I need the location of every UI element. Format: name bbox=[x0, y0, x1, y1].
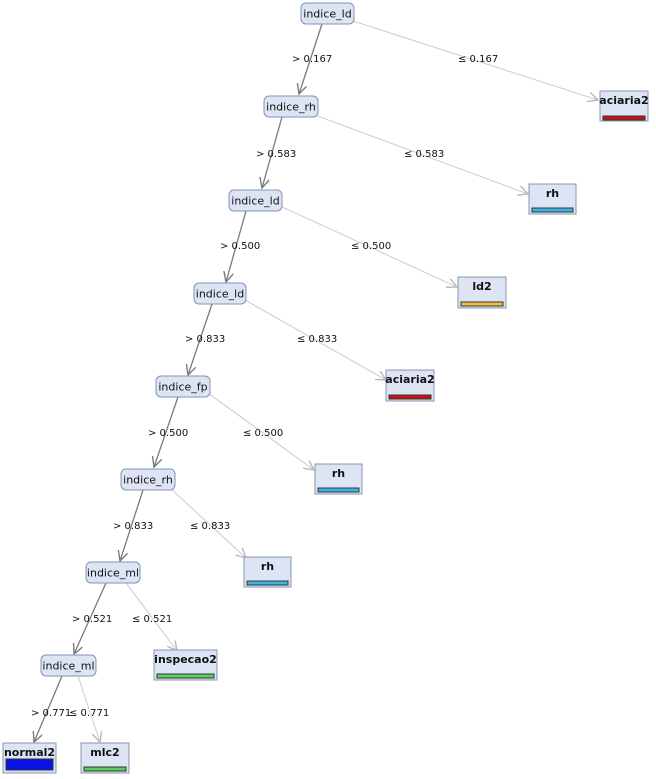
tree-node[interactable]: indice_ml bbox=[85, 561, 141, 584]
leaf-label: normal2 bbox=[4, 746, 55, 759]
leaf-ld2[interactable]: ld2 bbox=[457, 276, 507, 309]
edge-n4-n5 bbox=[188, 303, 213, 375]
edge-label: ≤ 0.583 bbox=[404, 149, 444, 160]
edge-n1-n2 bbox=[299, 23, 323, 94]
leaf-inspecao2[interactable]: inspecao2 bbox=[153, 649, 218, 681]
tree-node-root[interactable]: indice_ld bbox=[300, 2, 355, 25]
node-label: indice_rh bbox=[266, 101, 316, 114]
class-color-bar bbox=[83, 766, 127, 772]
edge-n8-l9 bbox=[77, 675, 100, 742]
edge-label: > 0.833 bbox=[185, 334, 225, 345]
leaf-aciaria2[interactable]: aciaria2 bbox=[599, 90, 649, 122]
edge-label: ≤ 0.521 bbox=[132, 614, 172, 625]
leaf-label: inspecao2 bbox=[154, 653, 217, 666]
node-label: indice_rh bbox=[123, 474, 173, 487]
tree-node[interactable]: indice_fp bbox=[155, 375, 211, 398]
tree-node[interactable]: indice_ld bbox=[228, 189, 283, 212]
class-color-bar bbox=[317, 487, 360, 493]
edge-n5-n6 bbox=[154, 396, 179, 467]
class-color-bar bbox=[246, 580, 289, 586]
edges bbox=[34, 19, 598, 742]
class-color-bar bbox=[602, 115, 646, 121]
leaf-label: rh bbox=[332, 467, 345, 480]
edge-n8-l8 bbox=[34, 675, 63, 742]
class-color-bar bbox=[156, 673, 215, 679]
edge-n3-l3 bbox=[279, 205, 457, 287]
node-label: indice_ld bbox=[231, 195, 279, 208]
edge-label: > 0.500 bbox=[220, 241, 260, 252]
node-label: indice_fp bbox=[158, 381, 207, 394]
edge-label: > 0.500 bbox=[148, 428, 188, 439]
node-label: indice_ml bbox=[87, 567, 139, 580]
leaf-label: ld2 bbox=[472, 280, 491, 293]
edge-label: > 0.583 bbox=[256, 149, 296, 160]
edge-n4-l4 bbox=[244, 299, 386, 380]
leaf-rh[interactable]: rh bbox=[528, 183, 577, 215]
node-label: indice_ld bbox=[196, 288, 244, 301]
edge-n1-l1 bbox=[349, 19, 598, 100]
leaf-rh[interactable]: rh bbox=[243, 556, 292, 588]
leaf-label: rh bbox=[261, 560, 274, 573]
edge-label: ≤ 0.500 bbox=[243, 428, 283, 439]
edge-n7-n8 bbox=[74, 582, 107, 654]
leaf-label: mlc2 bbox=[90, 746, 119, 759]
edge-label: > 0.521 bbox=[72, 614, 112, 625]
edge-label: ≤ 0.833 bbox=[190, 521, 230, 532]
leaf-rh[interactable]: rh bbox=[314, 463, 363, 495]
edge-label: > 0.833 bbox=[113, 521, 153, 532]
edge-label: ≤ 0.167 bbox=[458, 54, 498, 65]
edge-label: > 0.167 bbox=[292, 54, 332, 65]
edge-n3-n4 bbox=[226, 210, 247, 282]
edge-label: > 0.771 bbox=[31, 708, 71, 719]
class-color-bar bbox=[5, 758, 54, 771]
class-color-bar bbox=[460, 301, 504, 307]
node-label: indice_ml bbox=[42, 660, 94, 673]
edge-n2-n3 bbox=[262, 116, 283, 188]
tree-node[interactable]: indice_rh bbox=[120, 468, 176, 491]
edge-n7-l7 bbox=[125, 582, 177, 651]
edge-n6-n7 bbox=[120, 489, 144, 561]
leaf-normal2[interactable]: normal2 bbox=[2, 742, 57, 774]
leaf-aciaria2[interactable]: aciaria2 bbox=[385, 369, 435, 402]
leaf-mlc2[interactable]: mlc2 bbox=[80, 742, 130, 774]
class-color-bar bbox=[531, 207, 574, 213]
tree-node[interactable]: indice_rh bbox=[263, 95, 319, 118]
class-color-bar bbox=[388, 394, 432, 400]
edge-label: ≤ 0.771 bbox=[69, 708, 109, 719]
edge-label: ≤ 0.500 bbox=[351, 241, 391, 252]
leaf-label: aciaria2 bbox=[599, 94, 648, 107]
edge-n6-l6 bbox=[169, 487, 246, 558]
edge-n2-l2 bbox=[311, 113, 528, 194]
leaf-label: aciaria2 bbox=[385, 373, 434, 386]
tree-node[interactable]: indice_ml bbox=[40, 654, 97, 677]
edge-labels: > 0.167 ≤ 0.167 > 0.583 ≤ 0.583 > 0.500 … bbox=[31, 54, 498, 719]
leaf-label: rh bbox=[546, 187, 559, 200]
tree-node[interactable]: indice_ld bbox=[193, 282, 247, 305]
node-label: indice_ld bbox=[303, 8, 351, 21]
edge-label: ≤ 0.833 bbox=[297, 334, 337, 345]
edge-n5-l5 bbox=[207, 392, 314, 470]
